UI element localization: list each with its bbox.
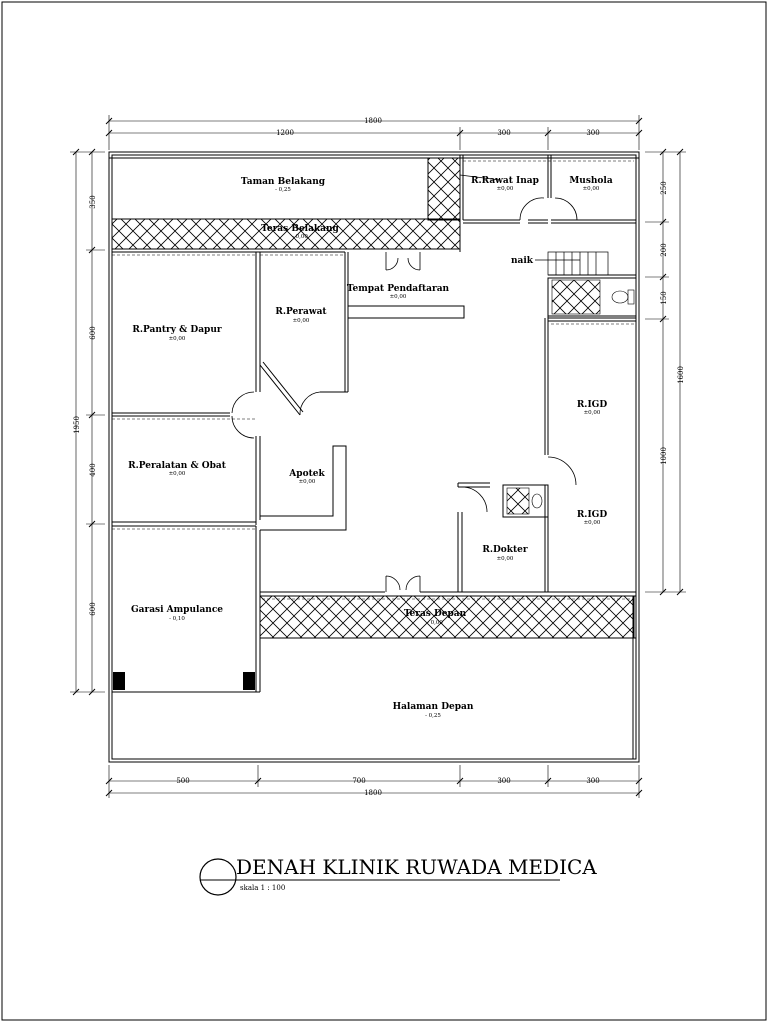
level-garasi: - 0,10 <box>169 616 185 622</box>
dim-top-c: 300 <box>586 129 599 137</box>
front-terrace-hatch <box>259 595 635 639</box>
room-teras-depan: Teras Depan <box>404 609 467 619</box>
level-pendaftaran: ±0,00 <box>390 294 407 300</box>
level-dokter: ±0,00 <box>497 556 514 562</box>
level-perawat: ±0,00 <box>293 318 310 324</box>
level-rawat-inap: ±0,00 <box>497 186 514 192</box>
dim-top-b: 300 <box>497 129 510 137</box>
room-peralatan: R.Peralatan & Obat <box>128 461 227 471</box>
dim-bottom-total: 1800 <box>364 789 382 797</box>
level-teras-belakang: - 0,00 <box>292 234 308 240</box>
garage-column-left <box>113 672 125 690</box>
room-rawat-inap: R.Rawat Inap <box>471 176 539 186</box>
dim-bottom-d: 300 <box>586 777 599 785</box>
room-igd-2: R.IGD <box>577 510 608 520</box>
room-halaman-depan: Halaman Depan <box>393 702 474 712</box>
dim-right-total: 1600 <box>677 366 685 384</box>
room-garasi: Garasi Ampulance <box>131 605 223 615</box>
room-teras-belakang: Teras Belakang <box>261 224 339 234</box>
level-apotek: ±0,00 <box>299 479 316 485</box>
room-labels: Taman Belakang - 0,25 Teras Belakang - 0… <box>128 176 613 719</box>
walls <box>108 151 640 763</box>
dim-bottom-b: 700 <box>352 777 365 785</box>
garage-column-right <box>243 672 255 690</box>
hatched-areas <box>111 157 635 639</box>
level-igd-1: ±0,00 <box>584 410 601 416</box>
title-block: DENAH KLINIK RUWADA MEDICA skala 1 : 100 <box>199 855 597 896</box>
dim-bottom-a: 500 <box>176 777 189 785</box>
dimension-texts: 1800 1200 300 300 500 700 300 300 1800 1… <box>73 117 685 797</box>
dimension-ticks <box>72 117 684 797</box>
title-marker-icon <box>199 858 237 896</box>
dim-left-a: 350 <box>89 195 97 208</box>
room-perawat: R.Perawat <box>275 307 327 317</box>
room-mushola: Mushola <box>569 176 613 186</box>
room-dokter: R.Dokter <box>482 545 528 555</box>
dim-left-b: 600 <box>89 326 97 339</box>
room-apotek: Apotek <box>288 469 325 479</box>
dim-right-c: 150 <box>660 291 668 304</box>
room-taman-belakang: Taman Belakang <box>241 177 326 187</box>
drawing-scale: skala 1 : 100 <box>240 884 285 892</box>
dim-top-a: 1200 <box>276 129 294 137</box>
drawing-title: DENAH KLINIK RUWADA MEDICA <box>236 855 597 879</box>
dim-left-total: 1950 <box>73 416 81 434</box>
dim-right-a: 250 <box>660 181 668 194</box>
dimension-lines <box>70 115 686 798</box>
level-mushola: ±0,00 <box>583 186 600 192</box>
dim-right-d: 1000 <box>660 447 668 465</box>
room-igd-1: R.IGD <box>577 400 608 410</box>
level-peralatan: ±0,00 <box>169 471 186 477</box>
toilet-fixtures <box>506 279 635 515</box>
dim-right-b: 200 <box>660 243 668 256</box>
level-teras-depan: - 0,00 <box>427 620 443 626</box>
rear-planter-hatch <box>427 157 461 221</box>
level-igd-2: ±0,00 <box>584 520 601 526</box>
level-taman-belakang: - 0,25 <box>275 187 291 193</box>
room-pendaftaran: Tempat Pendaftaran <box>347 284 450 294</box>
level-pantry: ±0,00 <box>169 336 186 342</box>
level-halaman-depan: - 0,25 <box>425 713 441 719</box>
room-pantry: R.Pantry & Dapur <box>132 325 222 335</box>
dim-left-c: 400 <box>89 463 97 476</box>
dim-bottom-c: 300 <box>497 777 510 785</box>
stair <box>459 174 609 276</box>
dim-left-d: 600 <box>89 602 97 615</box>
dashed-lines <box>112 160 634 600</box>
dim-top-total: 1800 <box>364 117 382 125</box>
door-swings <box>231 197 578 592</box>
stair-label: naik <box>511 256 534 266</box>
